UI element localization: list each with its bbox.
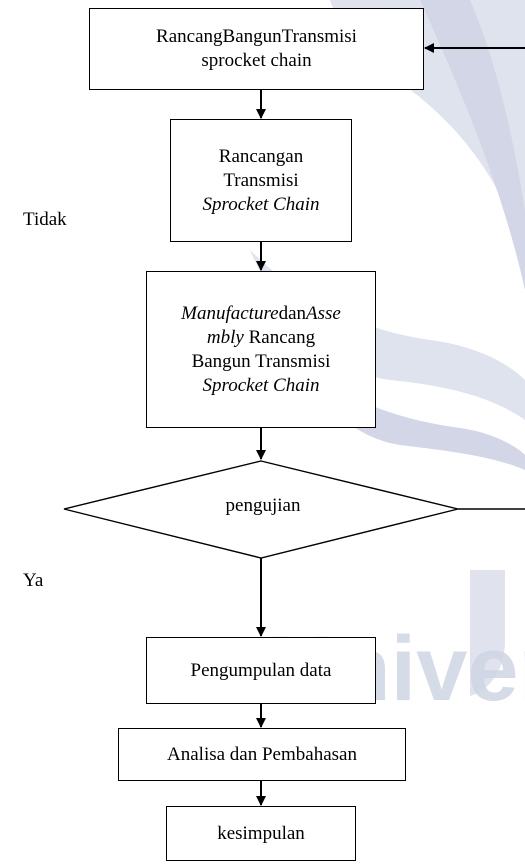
process-box-rancangan: Rancangan Transmisi Sprocket Chain bbox=[170, 119, 352, 242]
process-box-pengumpulan-data: Pengumpulan data bbox=[146, 637, 376, 704]
label-ya: Ya bbox=[23, 570, 44, 591]
process-box-rancang-bangun: RancangBangunTransmisi sprocket chain bbox=[89, 8, 424, 90]
box5-text: Analisa dan Pembahasan bbox=[167, 743, 357, 765]
process-box-manufacture: ManufacturedanAsse mbly Rancang Bangun T… bbox=[146, 271, 376, 428]
label-tidak: Tidak bbox=[23, 209, 67, 230]
box3-line4: Sprocket Chain bbox=[202, 374, 320, 396]
box6-text: kesimpulan bbox=[217, 822, 305, 844]
box2-line3: Sprocket Chain bbox=[202, 193, 320, 215]
box4-text: Pengumpulan data bbox=[190, 659, 332, 681]
box2-line1: Rancangan bbox=[218, 145, 304, 167]
box3-line1: ManufacturedanAsse bbox=[181, 302, 341, 324]
box1-line2: sprocket chain bbox=[201, 50, 312, 71]
box2-line2: Transmisi bbox=[223, 169, 299, 191]
box1-line1: RancangBangunTransmisi bbox=[156, 26, 357, 47]
box3-line3: Bangun Transmisi bbox=[191, 350, 331, 372]
box3-line2: mbly Rancang bbox=[206, 326, 316, 348]
decision-label: pengujian bbox=[225, 495, 301, 516]
process-box-kesimpulan: kesimpulan bbox=[166, 806, 356, 861]
process-box-analisa: Analisa dan Pembahasan bbox=[118, 728, 406, 781]
